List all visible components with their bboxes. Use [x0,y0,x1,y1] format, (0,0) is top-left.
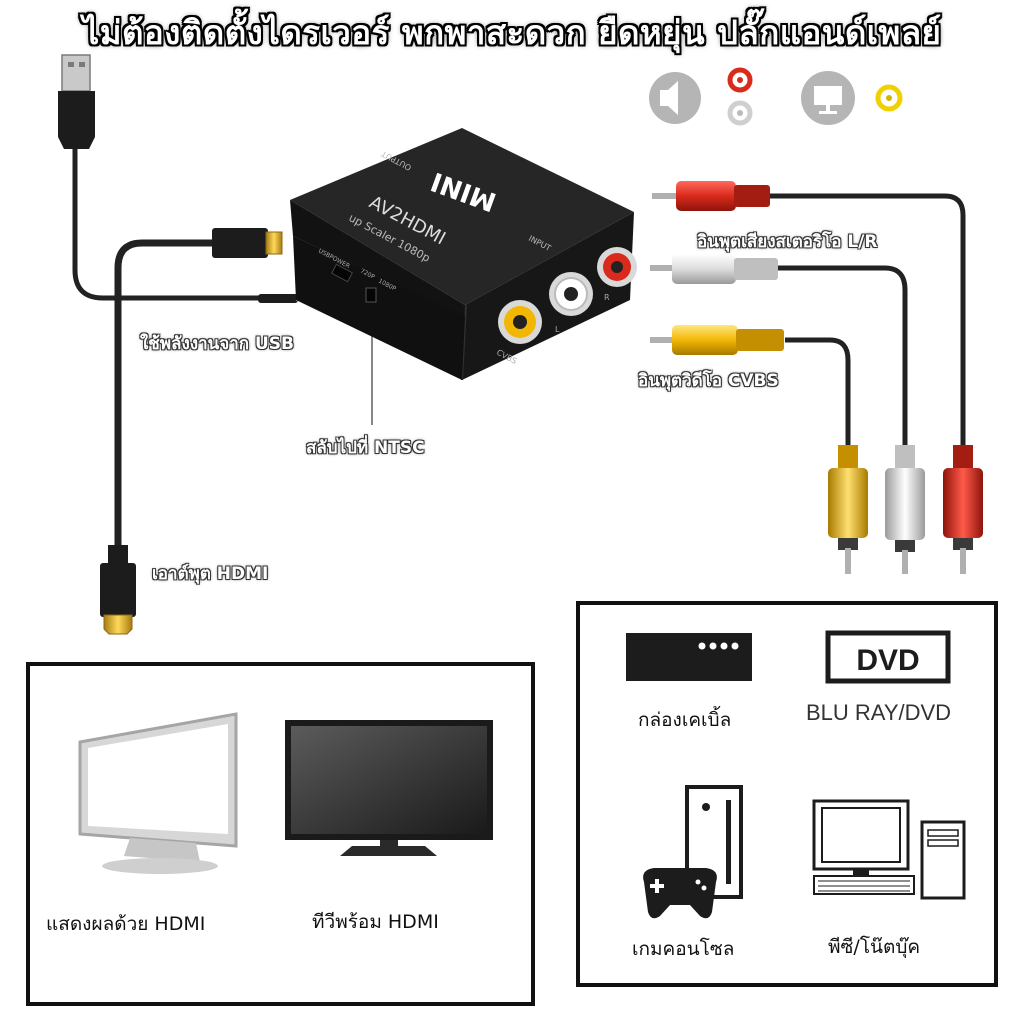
label-hdmi-tv: ทีวีพร้อม HDMI [312,907,439,937]
usb-port [331,263,353,283]
callout-usb-power: ใช้พลังงานจาก USB [140,334,294,354]
cable-box-icon [626,633,752,681]
rca-cable-yellow [650,325,868,574]
port-label-r: R [604,293,610,302]
tv-icon [285,720,493,856]
game-console-icon [643,785,743,919]
rca-cable-red [652,181,983,574]
label-hdmi-monitor-text: แสดงผลด้วย HDMI [46,913,206,935]
dvd-icon [825,630,951,684]
usb-power-cable [58,54,312,303]
port-label-l: L [555,325,560,334]
callout-ntsc-switch: สลับไปที่ NTSC [306,438,425,458]
speaker-icon [649,72,701,124]
dvd-badge: DVD [856,644,919,677]
ntsc-switch [365,287,377,303]
rca-audio-jack-icon [727,67,753,126]
callout-hdmi-output: เอาต์พุต HDMI [152,564,269,584]
hdmi-cable [100,228,283,635]
av2hdmi-converter [290,128,634,381]
jack-audio-right-red [597,247,637,287]
callout-video-input: อินพุตวิดีโอ CVBS [638,371,779,391]
label-cable-box: กล่องเคเบิ้ล [638,709,732,731]
label-hdmi-monitor: แสดงผลด้วย HDMI [46,909,205,939]
rca-cable-white [650,254,925,574]
label-bluray-dvd: BLU RAY/DVD [806,700,952,725]
jack-cvbs-yellow [498,300,542,344]
label-game-console: เกมคอนโซล [632,938,735,960]
monitor-icon [78,712,238,874]
rca-video-jack-icon [875,84,903,112]
label-pc-notebook: พีซี/โน๊ตบุ๊ค [828,936,921,958]
callout-audio-input: อินพุตเสียงสเตอริโอ L/R [697,232,878,252]
jack-audio-left-white [549,272,593,316]
monitor-small-icon [801,71,855,125]
headline: ไม่ต้องติดตั้งไดรเวอร์ พกพาสะดวก ยืดหยุ่… [82,13,942,52]
label-hdmi-tv-text: ทีวีพร้อม HDMI [312,911,439,933]
pc-icon [812,799,966,900]
